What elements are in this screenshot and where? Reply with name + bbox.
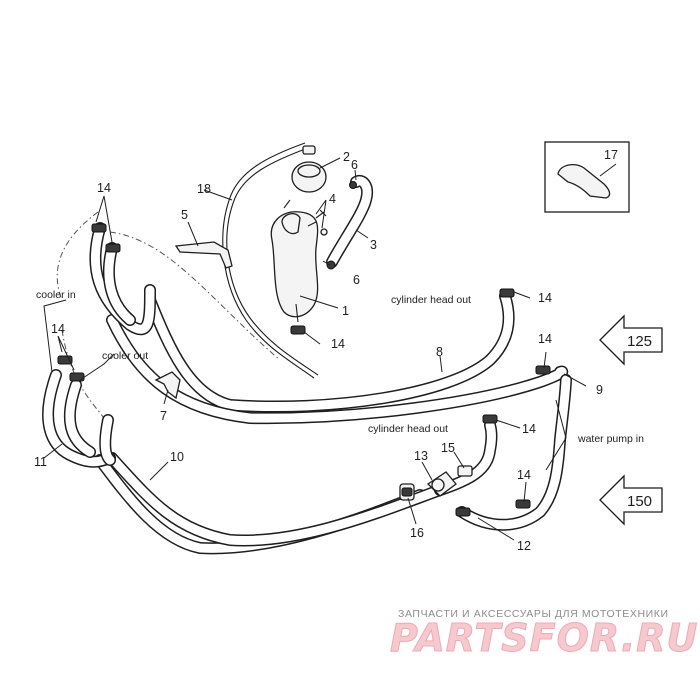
hose-12 — [456, 374, 572, 531]
item-17-box — [544, 141, 630, 213]
callout-4: 4 — [329, 192, 336, 206]
callout-18: 18 — [197, 182, 211, 196]
reservoir-cap — [291, 145, 327, 193]
callout-9: 9 — [596, 383, 603, 397]
callout-10: 10 — [170, 450, 184, 464]
watermark-logo: PARTSFOR.RU — [390, 616, 698, 660]
callout-14b: 14 — [51, 322, 65, 336]
callout-3: 3 — [370, 238, 377, 252]
arrow-125: 125 — [599, 314, 663, 366]
hose-9 — [106, 314, 569, 425]
label-cylinder-head-out-1: cylinder head out — [391, 294, 471, 306]
callout-14a: 14 — [97, 181, 111, 195]
hose-3 — [326, 175, 373, 268]
callout-8: 8 — [436, 345, 443, 359]
callout-5: 5 — [181, 208, 188, 222]
callout-15: 15 — [441, 441, 455, 455]
bracket — [174, 241, 233, 269]
callout-17: 17 — [604, 148, 618, 162]
callout-12: 12 — [517, 539, 531, 553]
callout-14g: 14 — [517, 468, 531, 482]
callout-14d: 14 — [538, 291, 552, 305]
callout-7: 7 — [160, 409, 167, 423]
hose-8 — [144, 290, 515, 413]
callout-2: 2 — [343, 150, 350, 164]
callout-14e: 14 — [538, 332, 552, 346]
leader-lines — [43, 157, 617, 541]
screws — [283, 199, 328, 236]
label-water-pump-in: water pump in — [577, 433, 644, 445]
cooler-branch-upper — [89, 222, 156, 336]
routing-line-left — [56, 211, 99, 301]
watermark: ЗАПЧАСТИ И АКСЕССУАРЫ ДЛЯ МОТОТЕХНИКИ PA… — [390, 608, 698, 661]
hose-cylinder-head-out-lower — [434, 419, 498, 496]
callout-16: 16 — [410, 526, 424, 540]
hose-11-lower-run — [106, 452, 446, 547]
arrow-125-label: 125 — [627, 333, 652, 350]
arrow-150: 150 — [599, 474, 663, 526]
callout-6a: 6 — [351, 158, 358, 172]
arrow-150-label: 150 — [627, 493, 652, 510]
fitting-13 — [426, 471, 457, 497]
nipple-15 — [457, 465, 473, 477]
flow-labels: cooler in cooler out cylinder head out c… — [36, 289, 644, 445]
callout-numbers: 1 2 3 4 5 6 6 7 8 9 10 11 12 13 14 14 14… — [34, 148, 618, 553]
callout-6b: 6 — [353, 273, 360, 287]
expansion-tank — [270, 211, 319, 323]
callout-14f: 14 — [522, 422, 536, 436]
clip — [154, 371, 181, 400]
watermark-caption: ЗАПЧАСТИ И АКСЕССУАРЫ ДЛЯ МОТОТЕХНИКИ — [398, 608, 669, 620]
callout-14c: 14 — [331, 337, 345, 351]
callout-11: 11 — [34, 455, 47, 469]
hose-11 — [42, 369, 116, 468]
callout-13: 13 — [414, 449, 428, 463]
label-cooler-in: cooler in — [36, 289, 76, 301]
callout-1: 1 — [342, 304, 349, 318]
hose-clamps — [57, 181, 551, 517]
label-cylinder-head-out-2: cylinder head out — [368, 423, 448, 435]
label-cooler-out: cooler out — [102, 350, 148, 362]
